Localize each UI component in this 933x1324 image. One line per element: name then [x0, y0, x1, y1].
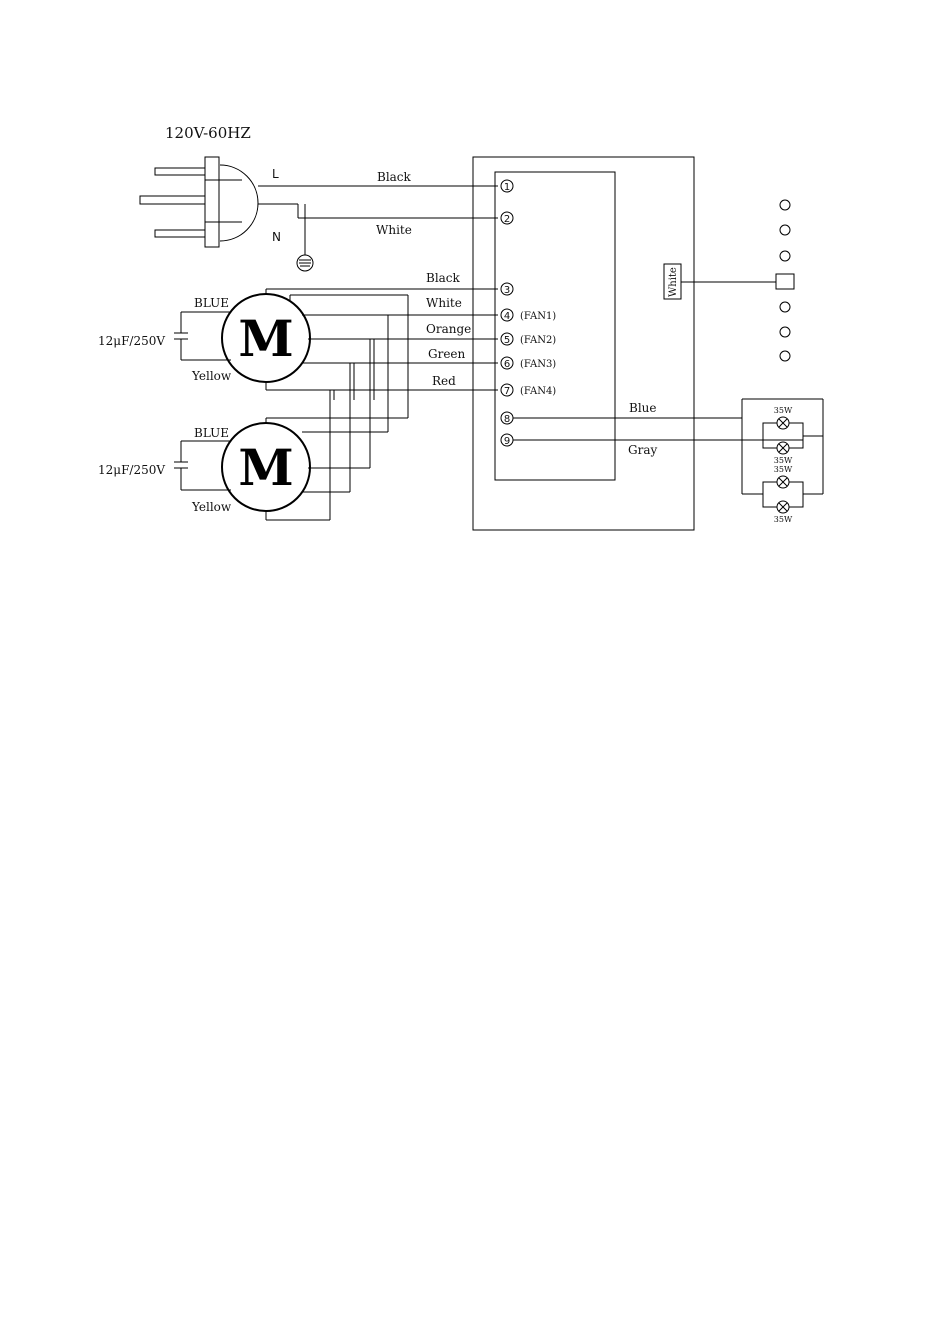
svg-text:8: 8: [504, 414, 510, 425]
terminal-8: 8: [501, 412, 513, 425]
svg-text:(FAN3): (FAN3): [520, 359, 556, 370]
motor-2: M: [222, 423, 310, 511]
lamp-icon: [777, 501, 789, 513]
svg-text:M: M: [238, 438, 293, 497]
terminal-3: 3: [501, 283, 513, 296]
svg-text:(FAN1): (FAN1): [520, 311, 556, 322]
lamp-3-wattage: 35W: [774, 465, 793, 474]
motor-2-yellow-label: Yellow: [191, 500, 232, 514]
lamp-icon: [777, 417, 789, 429]
lamp-1-wattage: 35W: [774, 406, 793, 415]
svg-text:(FAN2): (FAN2): [520, 335, 556, 346]
power-plug: [140, 157, 258, 247]
ground-icon: [297, 255, 313, 271]
voltage-title: 120V-60HZ: [165, 124, 251, 142]
wire-label-4: White: [426, 296, 462, 310]
lamp-icon: [777, 476, 789, 488]
terminal-5: 5 (FAN2): [501, 333, 556, 346]
lamp-2-wattage: 35W: [774, 456, 793, 465]
indicator-lights: [780, 200, 790, 361]
wire-label-9: Gray: [628, 443, 657, 457]
wire-label-8: Blue: [629, 401, 657, 415]
wire-label-7: Red: [432, 374, 456, 388]
terminal-2: 2: [501, 212, 513, 225]
wire-label-1: Black: [377, 170, 412, 184]
motor-2-capacitor-label: 12μF/250V: [98, 463, 165, 477]
svg-text:5: 5: [504, 335, 510, 346]
svg-text:7: 7: [504, 386, 510, 397]
motor-1-capacitor-label: 12μF/250V: [98, 334, 165, 348]
svg-text:3: 3: [504, 285, 510, 296]
terminal-1: 1: [501, 180, 513, 193]
terminal-9: 9: [501, 434, 513, 447]
svg-text:2: 2: [504, 214, 510, 225]
neutral-label: N: [272, 230, 281, 244]
svg-text:4: 4: [504, 311, 510, 322]
motor-1: M: [222, 294, 310, 382]
motor-1-blue-label: BLUE: [194, 296, 229, 310]
svg-text:9: 9: [504, 436, 510, 447]
motor-2-blue-label: BLUE: [194, 426, 229, 440]
wire-label-3: Black: [426, 271, 461, 285]
lamp-icon: [777, 442, 789, 454]
wire-label-2: White: [376, 223, 412, 237]
switch-wire-label: White: [668, 267, 679, 297]
switch-button: [776, 274, 794, 289]
svg-text:6: 6: [504, 359, 510, 370]
svg-text:(FAN4): (FAN4): [520, 386, 556, 397]
line-label: L: [272, 167, 279, 181]
lamp-4-wattage: 35W: [774, 515, 793, 524]
terminal-7: 7 (FAN4): [501, 384, 556, 397]
terminal-6: 6 (FAN3): [501, 357, 556, 370]
svg-text:M: M: [238, 309, 293, 368]
svg-text:1: 1: [504, 182, 510, 193]
terminal-4: 4 (FAN1): [501, 309, 556, 322]
motor-1-yellow-label: Yellow: [191, 369, 232, 383]
wire-label-5: Orange: [426, 322, 471, 336]
wire-label-6: Green: [428, 347, 466, 361]
